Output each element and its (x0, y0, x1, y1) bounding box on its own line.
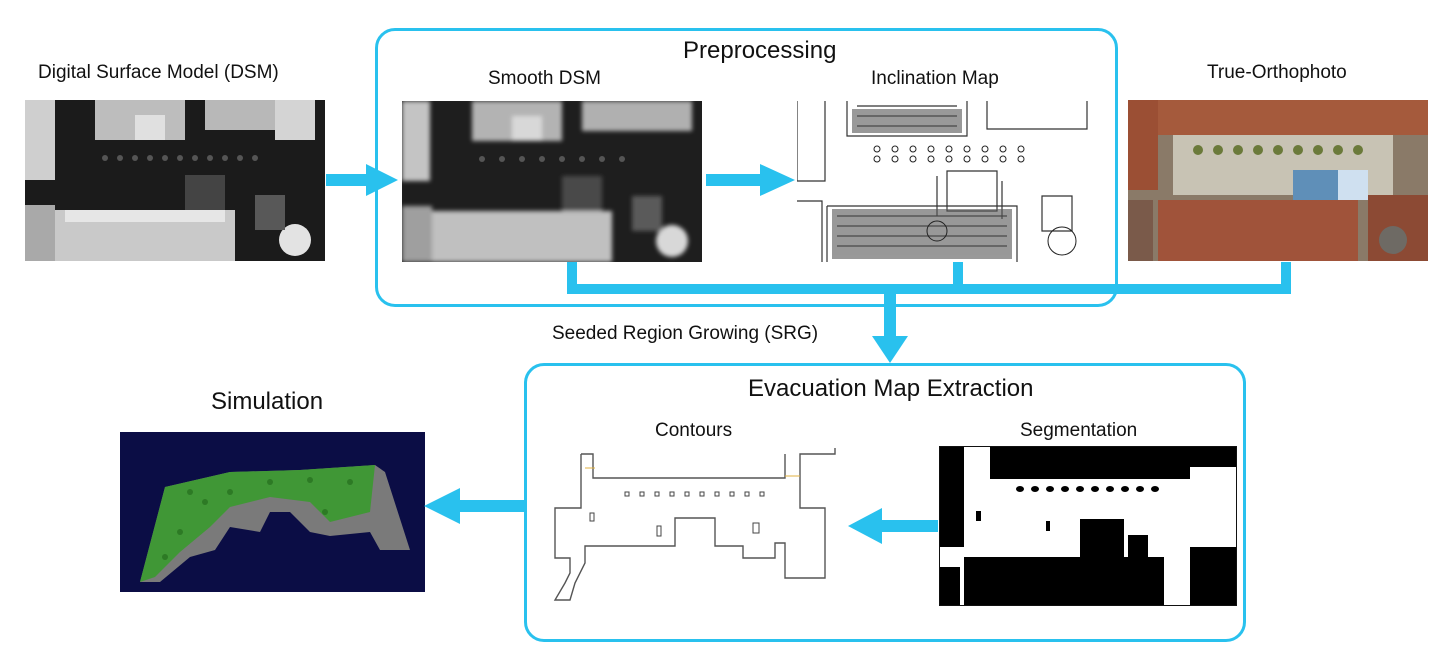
dsm-image (25, 100, 325, 261)
inclination-map-label: Inclination Map (871, 68, 999, 89)
simulation-image (120, 432, 425, 592)
true-orthophoto-image (1128, 100, 1428, 261)
preprocessing-title: Preprocessing (683, 37, 837, 64)
simulation-label: Simulation (211, 388, 324, 415)
true-orthophoto-label: True-Orthophoto (1207, 62, 1347, 83)
evacuation-frame (524, 363, 1246, 642)
dsm-label: Digital Surface Model (DSM) (38, 62, 279, 83)
inclination-map-image (797, 101, 1097, 262)
segmentation-label: Segmentation (1020, 420, 1138, 441)
evacuation-title: Evacuation Map Extraction (748, 375, 1034, 402)
smooth-dsm-image (402, 101, 702, 262)
segmentation-image (939, 446, 1237, 606)
preprocessing-frame (375, 28, 1118, 307)
srg-label: Seeded Region Growing (SRG) (552, 323, 819, 344)
contours-label: Contours (655, 420, 733, 441)
smooth-dsm-label: Smooth DSM (488, 68, 601, 89)
contours-image (545, 448, 845, 606)
